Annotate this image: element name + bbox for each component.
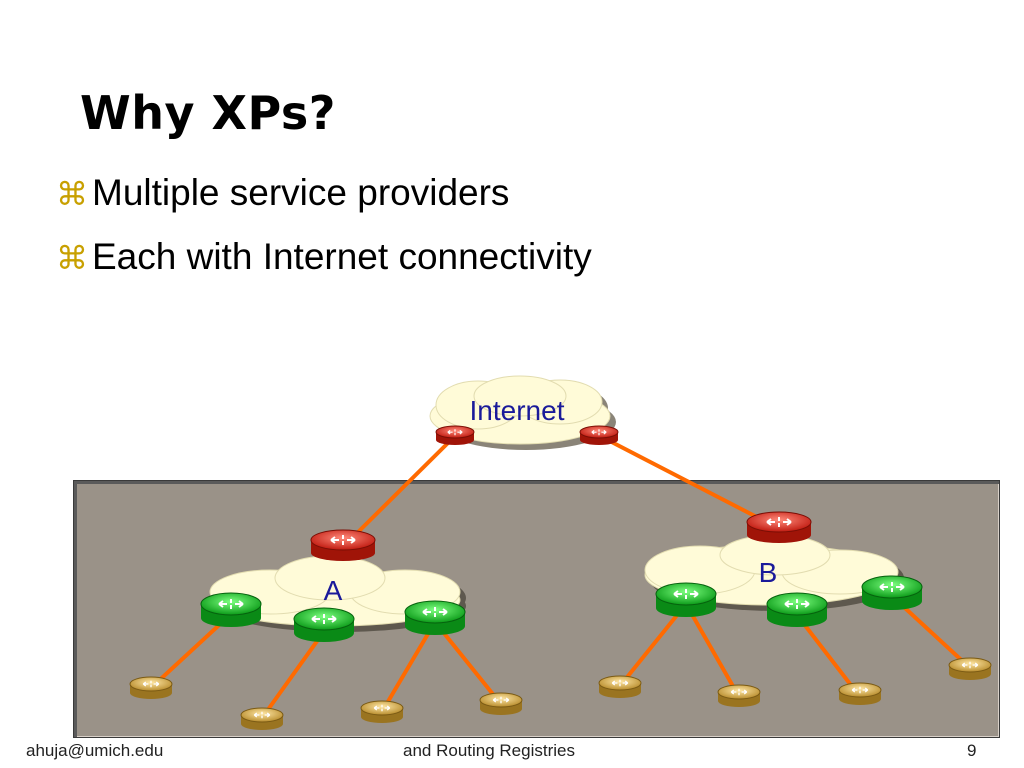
internet-cloud [429,375,616,450]
command-key-icon: ⌘ [56,240,88,276]
router-icon [861,575,923,610]
router-icon [240,707,284,730]
router-icon [293,607,355,642]
footer-author: ahuja@umich.edu [26,741,164,760]
link [618,602,688,688]
router-icon [435,425,475,445]
slide-title: Why XPs? [80,86,336,140]
bullet-text: Each with Internet connectivity [92,236,592,277]
link [343,434,457,547]
router-icon [746,511,812,543]
link [598,434,780,530]
internet-label: Internet [470,395,565,426]
link [433,620,502,705]
provider-b-label: B [759,557,778,588]
router-icon [200,592,262,627]
provider-a-label: A [324,575,343,606]
router-icon [717,684,761,707]
router-icon [838,682,882,705]
router-icon [310,529,376,561]
router-icon [479,692,523,715]
router-icon [129,676,173,699]
bullet-list: ⌘ Multiple service providers ⌘ Each with… [56,172,592,300]
link [381,620,437,712]
bullet-item: ⌘ Multiple service providers [56,172,592,236]
footer-title: and Routing Registries [403,741,575,760]
link [795,613,859,695]
router-icon [948,657,992,680]
bullet-text: Multiple service providers [92,172,510,213]
link [150,613,232,689]
router-icon [360,700,404,723]
network-links [150,434,972,720]
bullet-item: ⌘ Each with Internet connectivity [56,236,592,300]
page-number: 9 [967,741,977,760]
router-icon [655,582,717,617]
command-key-icon: ⌘ [56,176,88,212]
link [684,602,740,697]
router-icon [598,675,642,698]
router-icon [404,600,466,635]
router-icon [766,592,828,627]
link [260,628,327,720]
provider-b-cloud [644,534,904,611]
router-icon [579,425,619,445]
